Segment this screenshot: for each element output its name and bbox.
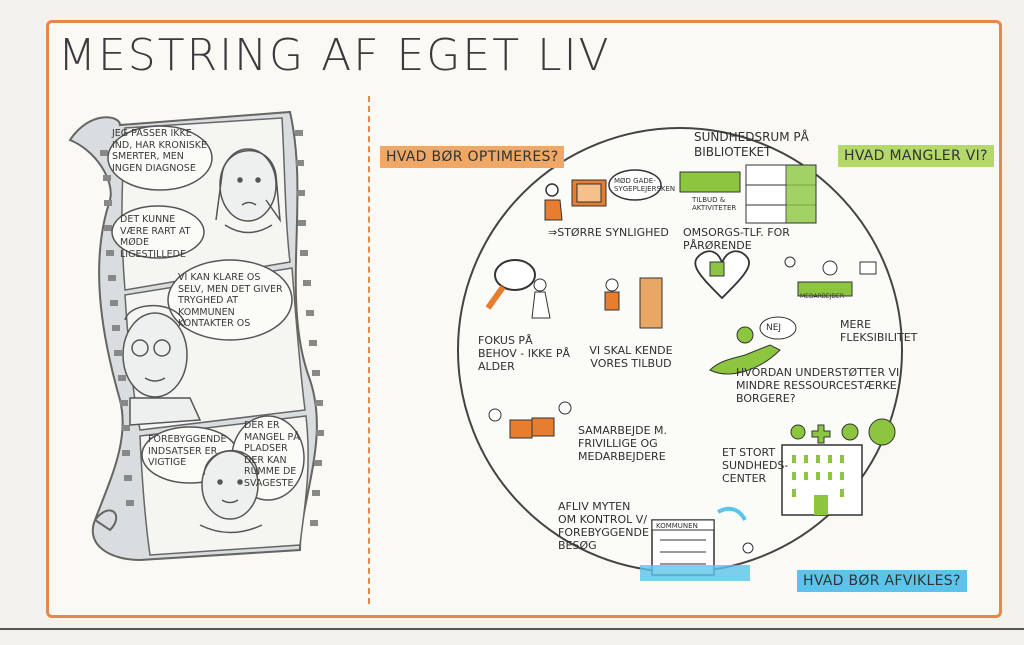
dashed-divider: [368, 96, 370, 604]
bubble-text-3: VI KAN KLARE OS SELV, MEN DET GIVER TRYG…: [178, 272, 283, 329]
office-worker-icon: [784, 256, 877, 297]
screen-note: MØD GADE-SYGEPLEJERSKEN: [614, 177, 676, 193]
item-support: HVORDAN UNDERSTØTTER VI MINDRE RESSOURCE…: [736, 366, 900, 405]
magnifier-elderly-icon: [485, 259, 551, 319]
item-cooperate: SAMARBEJDE M. FRIVILLIGE OG MEDARBEJDERE: [578, 424, 668, 463]
hand-monkey-icon: [709, 316, 797, 375]
item-health-room: SUNDHEDSRUM PÅ BIBLIOTEKET: [694, 130, 809, 159]
bubble-text-1: JEG PASSER IKKE IND, HAR KRONISKE SMERTE…: [112, 128, 208, 174]
tag-optimize: HVAD BØR OPTIMERES?: [380, 146, 565, 168]
heart-phone-icon: [694, 250, 750, 300]
portrait-old-man: [122, 304, 202, 426]
tag-phase-out: HVAD BØR AFVIKLES?: [797, 570, 967, 592]
bubble-text-2: DET KUNNE VÆRE RART AT MØDE LIGESTILLEDE: [120, 214, 191, 260]
item-offers: TILBUD & AKTIVITETER: [692, 196, 737, 212]
item-flexibility: MERE FLEKSIBILITET: [840, 318, 918, 344]
bubble-text-5: DER ER MANGEL PÅ PLADSER DER KAN RUMME D…: [244, 420, 300, 489]
item-visibility: ⇒STØRRE SYNLIGHED: [548, 226, 669, 239]
library-icon: [679, 164, 817, 224]
municipality-label: KOMMUNEN: [656, 522, 698, 530]
portrait-woman: [215, 148, 281, 234]
page-title: MESTRING AF EGET LIV: [58, 30, 611, 81]
item-phone: OMSORGS-TLF. FOR PÅRØRENDE: [683, 226, 790, 252]
film-sprocket-holes: [100, 130, 324, 526]
portrait-young-woman: [199, 449, 263, 534]
person-stacked-boxes-icon: [604, 277, 663, 329]
monkey-no-label: NEJ: [766, 323, 782, 333]
item-health-center: ET STORT SUNDHEDS-CENTER: [722, 446, 789, 485]
bubble-text-4: FOREBYGGENDE INDSATSER ER VIGTIGE: [148, 434, 227, 468]
item-needs: FOKUS PÅ BEHOV - IKKE PÅ ALDER: [478, 334, 570, 373]
municipality-building-icon: [640, 506, 754, 581]
item-myth: AFLIV MYTEN OM KONTROL V/ FOREBYGGENDE B…: [558, 500, 649, 552]
tag-missing: HVAD MANGLER VI?: [838, 145, 994, 167]
puzzle-people-icon: [488, 401, 572, 439]
computer-person-icon: [544, 169, 662, 221]
health-center-building-icon: [781, 418, 896, 516]
item-know-offers: VI SKAL KENDE VORES TILBUD: [589, 344, 673, 370]
staff-label: MEDARBEJDER: [800, 293, 845, 300]
floor-line: [0, 628, 1024, 630]
